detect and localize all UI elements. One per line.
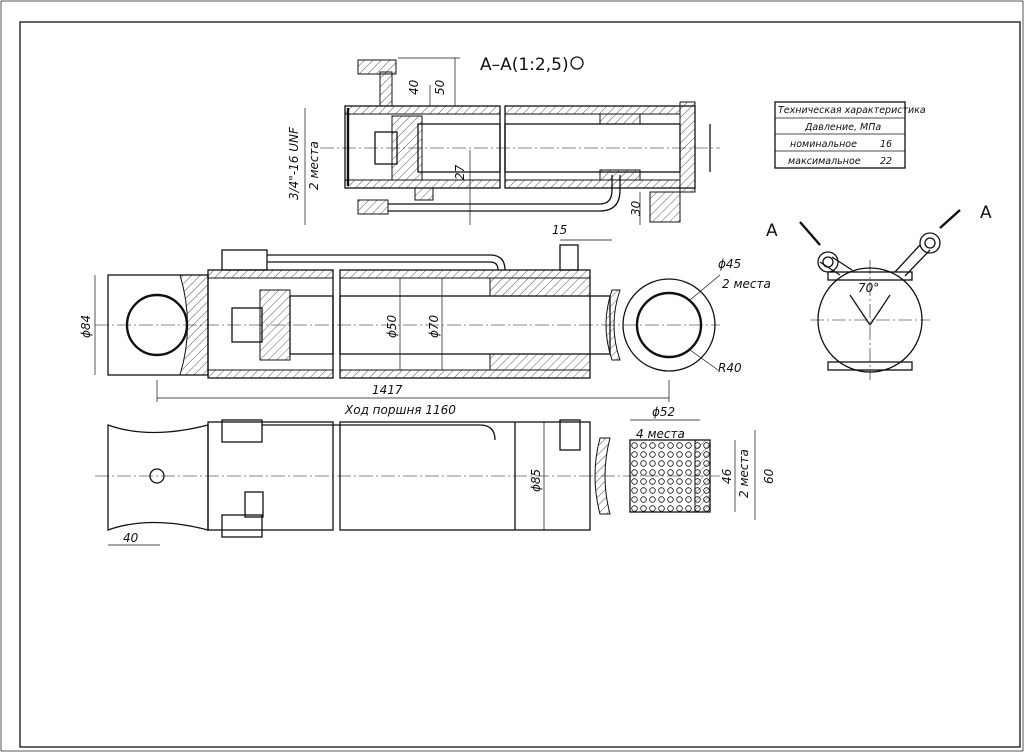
dia-52-label: ϕ52 (652, 405, 675, 419)
spec-table-title: Техническая характеристика (778, 105, 926, 116)
dia-52-count-label: 4 места (636, 427, 685, 441)
section-view (304, 57, 720, 225)
dim-40-bottom-label: 40 (123, 531, 139, 545)
drawing-frame (19, 21, 1021, 748)
dia-70-label: ϕ70 (427, 314, 441, 338)
spec-table (774, 101, 906, 169)
rotation-icon (570, 56, 584, 70)
dim-40-label: 40 (407, 79, 421, 95)
section-mark-right: A (980, 203, 992, 223)
dia-85-label: ϕ85 (529, 469, 543, 492)
dim-46-label: 46 (720, 468, 734, 484)
dim-15-label: 15 (552, 223, 567, 237)
dia-50-label: ϕ50 (385, 314, 399, 338)
spec-row-value: 16 (880, 139, 892, 150)
stroke-label: Ход поршня 1160 (344, 403, 456, 417)
bottom-view (95, 419, 756, 546)
section-mark-left: A (766, 221, 778, 241)
radius-label: R40 (718, 361, 742, 375)
angle-label: 70° (858, 281, 879, 295)
dia-45-label: ϕ45 (718, 257, 741, 271)
section-title: A–A(1:2,5) (480, 55, 569, 75)
dim-60-label: 60 (762, 468, 776, 484)
dim-50-label: 50 (433, 79, 447, 95)
end-view (799, 209, 961, 380)
length-label: 1417 (372, 383, 403, 397)
dia-84-label: ϕ84 (79, 315, 93, 338)
spec-row-label: номинальное (790, 139, 857, 150)
spec-row-label: максимальное (788, 156, 861, 167)
dim-46-count-label: 2 места (737, 449, 751, 498)
spec-table-subtitle: Давление, МПа (804, 122, 881, 133)
dim-27-label: 27 (453, 164, 467, 180)
dia-45-count-label: 2 места (722, 277, 771, 291)
thread-label: 3/4"-16 UNF (287, 126, 301, 200)
thread-count-label: 2 места (307, 141, 321, 190)
main-view (94, 239, 721, 402)
dim-30-label: 30 (629, 200, 643, 216)
spec-row-value: 22 (880, 156, 892, 167)
